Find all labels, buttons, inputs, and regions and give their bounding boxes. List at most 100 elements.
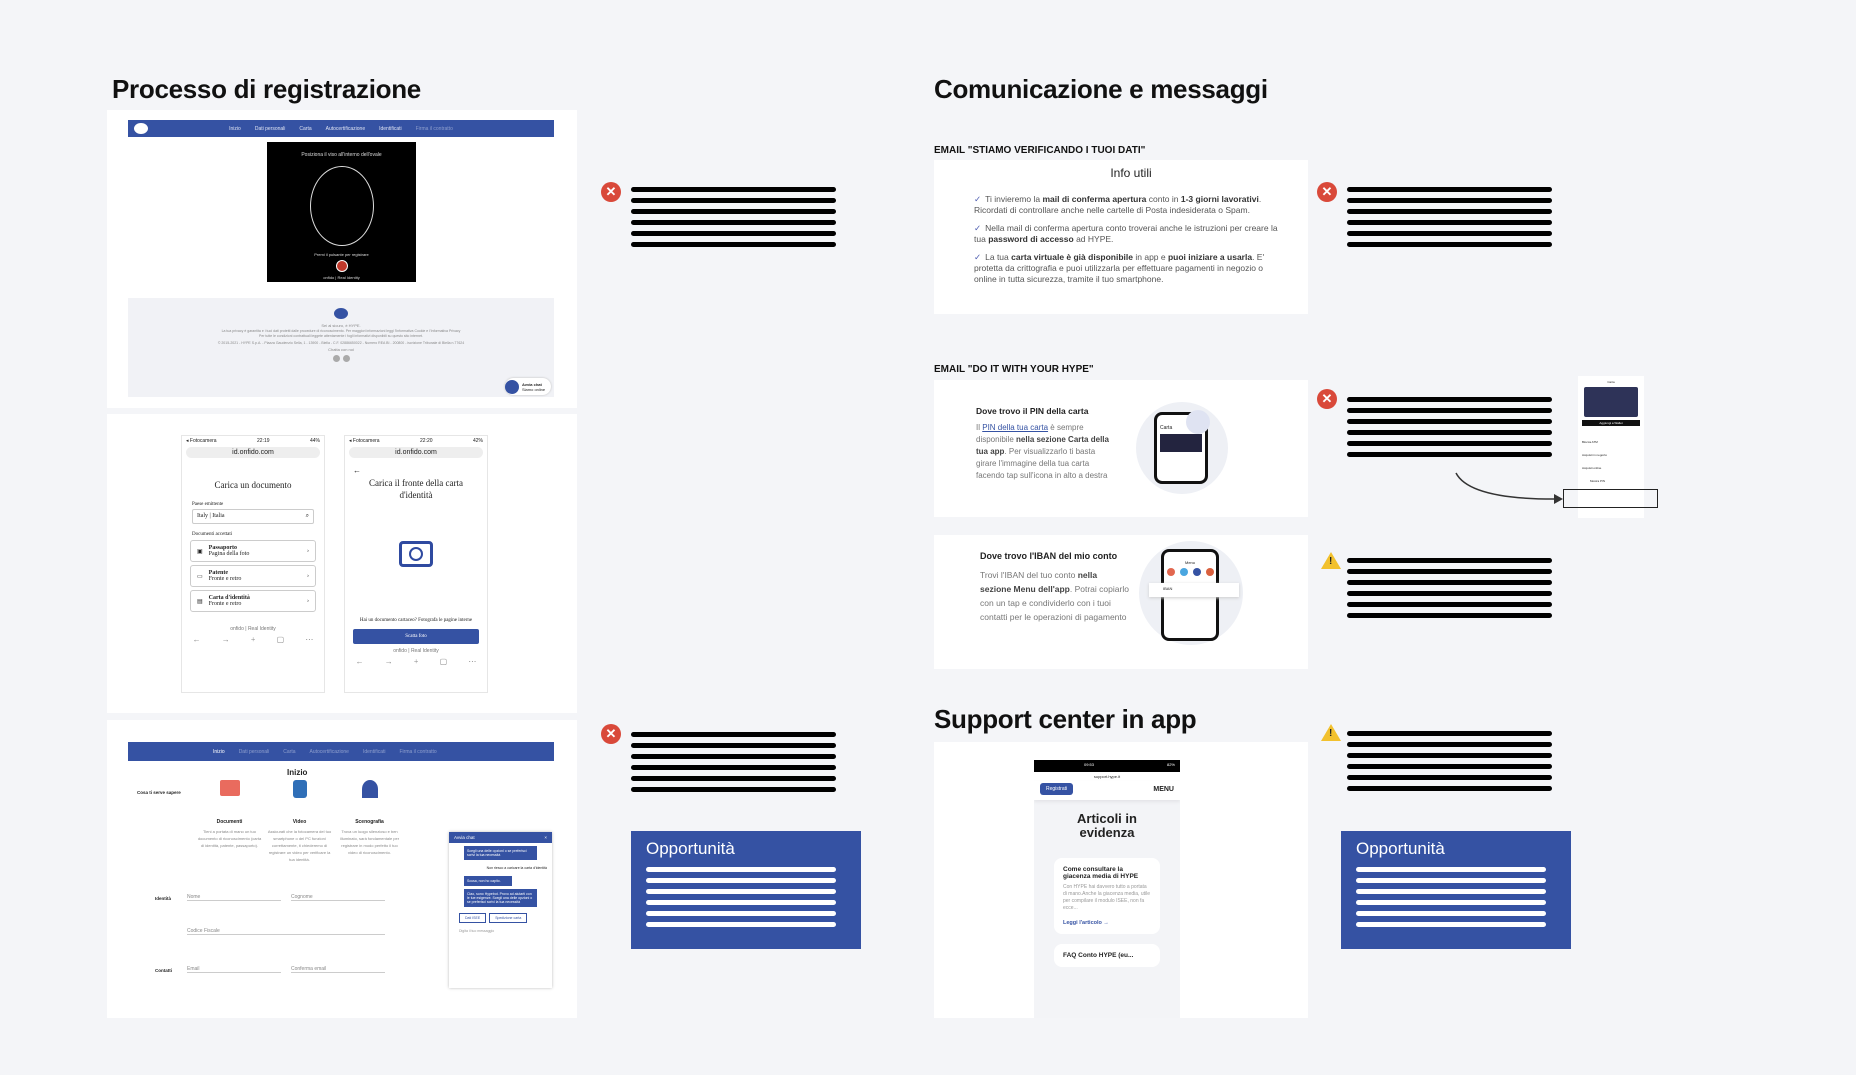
register-button[interactable]: Registrati	[1040, 783, 1074, 795]
tabs-icon[interactable]: ▢	[276, 635, 285, 644]
chat-input[interactable]: Digita il tuo messaggio	[459, 929, 495, 933]
plus-icon[interactable]: +	[413, 657, 419, 666]
email-iban-card: Dove trovo l'IBAN del mio conto Trovi l'…	[934, 535, 1308, 669]
text: . E' protetta da crittografia e puoi uti…	[974, 252, 1265, 284]
chat-launcher-label: Avvia chat	[522, 381, 542, 387]
url-bar[interactable]: id.onfido.com	[349, 447, 483, 458]
section-title-communication: Comunicazione e messaggi	[934, 74, 1268, 104]
menu-button[interactable]: MENU	[1153, 785, 1174, 793]
doc-sub: Fronte e retro	[208, 576, 242, 582]
annotation-lines	[1347, 397, 1552, 457]
requirement-title: Documenti	[216, 819, 243, 825]
text: puoi iniziare a usarla	[1167, 252, 1253, 262]
confirm-email-input[interactable]: Conferma email	[291, 966, 385, 973]
forward-icon[interactable]: →	[221, 635, 230, 644]
hype-logo	[334, 308, 348, 319]
article-card[interactable]: Come consultare la giacenza media di HYP…	[1054, 858, 1160, 934]
quick-reply-button[interactable]: Dati ISEE	[459, 913, 487, 923]
forward-icon[interactable]: →	[384, 657, 393, 666]
text: conto in	[1146, 194, 1181, 204]
status-carrier: ◂ Fotocamera	[186, 438, 217, 444]
surname-input[interactable]: Cognome	[291, 894, 385, 901]
field-label: Documenti accettati	[192, 532, 233, 537]
text: ad HYPE.	[1073, 234, 1114, 244]
record-button[interactable]	[335, 260, 348, 272]
text: La tua	[985, 252, 1012, 262]
quick-reply-button[interactable]: Spedizione carta	[489, 913, 528, 923]
text: . Ricordati di controllare anche nelle c…	[974, 194, 1262, 215]
take-photo-button[interactable]: Scatta foto	[353, 629, 479, 644]
facebook-icon[interactable]	[332, 355, 340, 362]
plus-icon[interactable]: +	[250, 635, 256, 644]
opportunity-box: Opportunità	[631, 831, 861, 949]
text: carta virtuale è già disponibile	[1011, 252, 1133, 262]
nav-step: Inizio	[213, 748, 225, 755]
article-card[interactable]: FAQ Conto HYPE (eu...	[1054, 944, 1160, 967]
phone-illustration: Carta	[1136, 402, 1228, 494]
onfido-brand: onfido | Real Identity	[323, 275, 360, 280]
chevron-right-icon: ›	[307, 598, 309, 604]
bot-message: Scegli una delle opzioni o se preferisci…	[464, 846, 537, 860]
chat-title: Avvia chat	[454, 835, 475, 840]
add-to-wallet-button[interactable]: Aggiungi a Wallet	[1582, 420, 1640, 426]
info-item: ✓Ti invieremo la mail di conferma apertu…	[974, 194, 1288, 216]
url-bar[interactable]: id.onfido.com	[186, 447, 320, 458]
status-time: 09:53	[1084, 762, 1095, 767]
warning-triangle-icon: !	[1321, 724, 1341, 741]
more-icon[interactable]: ⋯	[468, 657, 477, 666]
pin-link[interactable]: PIN della tua carta	[982, 423, 1049, 432]
footer-text: La tua privacy è garantita e i tuoi dati…	[221, 329, 461, 333]
hint-text: Hai un documento cartaceo? Fotografa le …	[359, 618, 473, 623]
fiscal-code-input[interactable]: Codice Fiscale	[187, 928, 385, 935]
toggle-row[interactable]: Blocca ATM	[1582, 440, 1598, 444]
twitter-icon[interactable]	[342, 355, 350, 362]
camera-view: Posiziona il viso all'interno dell'ovale…	[267, 142, 416, 282]
more-icon[interactable]: ⋯	[305, 635, 314, 644]
country-value: Italy | Italia	[197, 513, 225, 519]
country-input[interactable]: Italy | Italia⌕	[192, 509, 314, 524]
name-input[interactable]: Nome	[187, 894, 281, 901]
toggle-row[interactable]: Acquisti online	[1582, 466, 1602, 470]
doc-name: Passaporto	[208, 545, 238, 551]
nav-step: Firma il contratto	[415, 125, 453, 132]
nav-step: Dati personali	[238, 748, 270, 755]
chat-icon	[505, 379, 519, 394]
url-bar[interactable]: support.hype.it	[1034, 772, 1180, 781]
back-icon[interactable]: ←	[355, 657, 364, 666]
requirement-text: Trova un luogo silenzioso e ben illumina…	[339, 829, 400, 855]
documents-icon	[219, 780, 240, 796]
user-message: Non riesco a caricare la carta d'identit…	[486, 866, 547, 870]
text: è sempre disponibile	[976, 423, 1084, 444]
annotation-lines	[1347, 558, 1552, 618]
info-item: ✓La tua carta virtuale è già disponibile…	[974, 252, 1288, 285]
status-time: 22:20	[420, 438, 433, 444]
requirement-title: Video	[292, 819, 307, 825]
hype-logo	[134, 123, 148, 134]
phone-label: Menu	[1184, 560, 1195, 565]
toggle-row[interactable]: Acquisti in negozio	[1582, 453, 1608, 457]
text: 1-3 giorni lavorativi	[1180, 194, 1259, 204]
camera-title: Posiziona il viso all'interno dell'ovale	[301, 152, 382, 158]
doc-sub: Pagina della foto	[208, 551, 250, 557]
tabs-icon[interactable]: ▢	[439, 657, 448, 666]
info-item: ✓Nella mail di conferma apertura conto t…	[974, 223, 1288, 245]
text: Ti invieremo la	[985, 194, 1043, 204]
x-circle-icon: ✕	[601, 182, 621, 202]
back-icon[interactable]: ←	[192, 635, 201, 644]
read-article-link[interactable]: Leggi l'articolo →	[1063, 920, 1109, 926]
email-input[interactable]: Email	[187, 966, 281, 973]
page-footer: Sei al sicuro, è HYPE. La tua privacy è …	[128, 298, 554, 397]
close-icon[interactable]: ×	[544, 835, 547, 840]
check-icon: ✓	[974, 223, 982, 233]
flip-card-icon	[1186, 410, 1210, 434]
show-pin-row[interactable]: Mostra PIN	[1590, 479, 1606, 483]
annotation-lines	[631, 187, 836, 247]
x-circle-icon: ✕	[601, 724, 621, 744]
back-icon[interactable]: ←	[353, 466, 361, 475]
